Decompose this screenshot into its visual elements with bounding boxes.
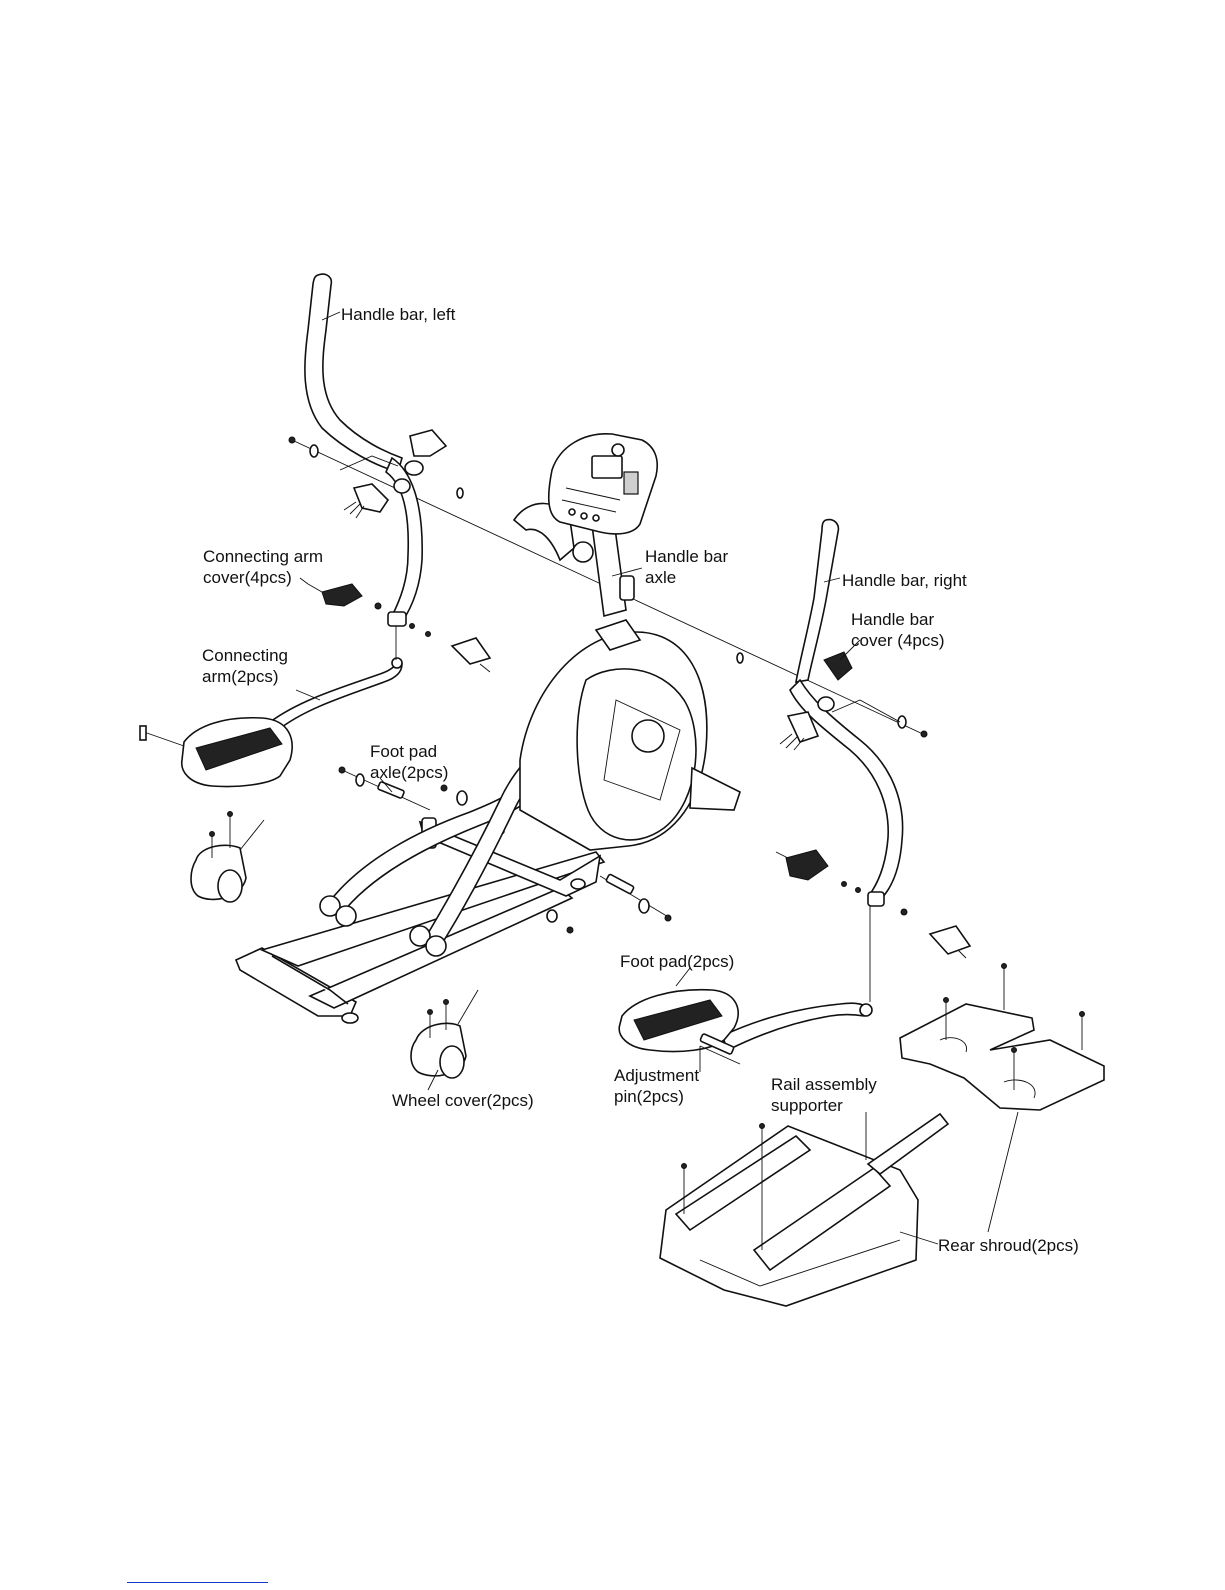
handle-bar-cover-left-lower: [344, 484, 388, 518]
connecting-arm-cover-right: [776, 850, 828, 880]
label-rear-shroud: Rear shroud(2pcs): [938, 1236, 1079, 1255]
label-handle-bar-axle-line2: axle: [645, 568, 676, 587]
rail-assembly-supporter-part: [660, 1114, 948, 1306]
label-handle-bar-axle: Handle bar axle: [645, 547, 733, 587]
wheel-cover-left-part: [191, 812, 264, 903]
handle-bar-cover-left-upper: [410, 430, 446, 456]
label-rail-assembly-supporter-line2: supporter: [771, 1096, 843, 1115]
connecting-arm-cover-left: [308, 584, 362, 606]
label-foot-pad-axle-line2: axle(2pcs): [370, 763, 448, 782]
console-display: [549, 434, 658, 534]
label-handle-bar-cover-line2: cover (4pcs): [851, 631, 945, 650]
label-rail-assembly-supporter: Rail assembly supporter: [771, 1075, 882, 1115]
label-handle-bar-cover: Handle bar cover (4pcs): [851, 610, 945, 650]
label-foot-pad-axle-line1: Foot pad: [370, 742, 437, 761]
flywheel-housing: [520, 620, 740, 850]
label-handle-bar-right: Handle bar, right: [842, 571, 967, 590]
foot-pad-right-part: [619, 990, 740, 1064]
label-connecting-arm-cover-line1: Connecting arm: [203, 547, 323, 566]
label-handle-bar-axle-line1: Handle bar: [645, 547, 729, 566]
connecting-arm-cover-left-2: [452, 638, 490, 672]
label-adjustment-pin: Adjustment pin(2pcs): [614, 1066, 704, 1106]
label-handle-bar-left: Handle bar, left: [341, 305, 456, 324]
wheel-cover-right-part: [411, 990, 478, 1078]
label-handle-bar-cover-line1: Handle bar: [851, 610, 935, 629]
label-foot-pad: Foot pad(2pcs): [620, 952, 734, 971]
label-wheel-cover: Wheel cover(2pcs): [392, 1091, 534, 1110]
label-rail-assembly-supporter-line1: Rail assembly: [771, 1075, 877, 1094]
handle-bar-cover-right-upper: [824, 652, 852, 680]
connecting-arm-left-part: [270, 626, 402, 730]
rear-shroud-part: [900, 964, 1104, 1111]
label-adjustment-pin-line2: pin(2pcs): [614, 1087, 684, 1106]
label-foot-pad-axle: Foot pad axle(2pcs): [370, 742, 448, 782]
handle-bar-left-part: [305, 274, 423, 626]
footer-link-underline: [127, 1582, 268, 1583]
label-connecting-arm-line2: arm(2pcs): [202, 667, 279, 686]
label-connecting-arm-cover-line2: cover(4pcs): [203, 568, 292, 587]
label-connecting-arm-line1: Connecting: [202, 646, 288, 665]
foot-pad-left-part: [140, 718, 292, 787]
label-adjustment-pin-line1: Adjustment: [614, 1066, 699, 1085]
connecting-arm-right-part: [722, 906, 872, 1050]
label-connecting-arm: Connecting arm(2pcs): [202, 646, 293, 686]
label-connecting-arm-cover: Connecting arm cover(4pcs): [203, 547, 328, 587]
connecting-arm-cover-right-2: [930, 926, 970, 958]
